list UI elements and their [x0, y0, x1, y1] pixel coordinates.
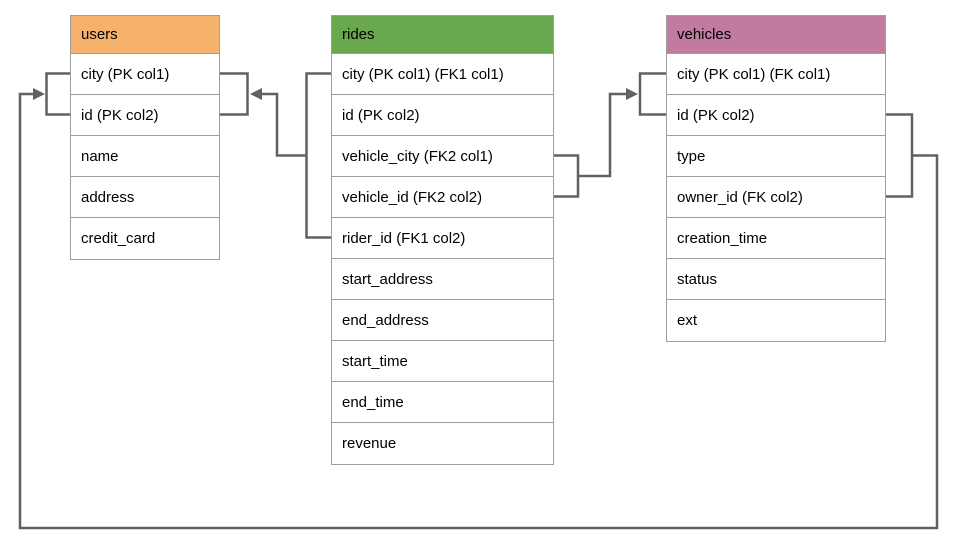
vehicles-row-owner-id: owner_id (FK col2) [667, 177, 885, 218]
rides-vehicles-arrowhead-icon [626, 88, 638, 100]
rides-row-start-address: start_address [332, 259, 553, 300]
vehicles-row-type: type [667, 136, 885, 177]
table-users-title: users [81, 26, 118, 43]
table-rides-header: rides [332, 16, 553, 54]
rides-row-end-address: end_address [332, 300, 553, 341]
rides-row-city: city (PK col1) (FK1 col1) [332, 54, 553, 95]
users-row-id: id (PK col2) [71, 95, 219, 136]
users-row-address: address [71, 177, 219, 218]
vehicles-row-id: id (PK col2) [667, 95, 885, 136]
rides-row-revenue: revenue [342, 435, 397, 452]
table-users-header: users [71, 16, 219, 54]
vehicles-users-link-line [18, 92, 939, 530]
rides-row-rider-id: rider_id (FK1 col2) [332, 218, 553, 259]
rides-row-vehicle-id: vehicle_id (FK2 col2) [332, 177, 553, 218]
rides-users-link-line [262, 92, 307, 157]
vehicles-right-fk-bracket [886, 113, 914, 198]
vehicles-left-pk-bracket [638, 72, 666, 116]
table-rides: rides city (PK col1) (FK1 col1) id (PK c… [331, 15, 554, 465]
table-users: users city (PK col1) id (PK col2) name a… [70, 15, 220, 260]
vehicles-row-creation-time: creation_time [667, 218, 885, 259]
rides-row-start-time: start_time [332, 341, 553, 382]
table-vehicles-title: vehicles [677, 26, 732, 43]
table-vehicles-header: vehicles [667, 16, 885, 54]
vehicles-users-arrowhead-icon [33, 88, 45, 100]
rides-right-fk2-bracket [554, 154, 580, 198]
users-row-city: city (PK col1) [71, 54, 219, 95]
rides-row-end-time: end_time [332, 382, 553, 423]
vehicles-row-ext: ext [677, 312, 698, 329]
relationship-vehicles-users [18, 72, 939, 530]
table-rides-title: rides [342, 26, 375, 43]
vehicles-row-city: city (PK col1) (FK col1) [667, 54, 885, 95]
rides-users-arrowhead-icon [250, 88, 262, 100]
relationship-rides-users [220, 72, 331, 239]
rides-left-fk1-bracket [305, 72, 331, 239]
users-right-pk-bracket [220, 72, 249, 116]
table-vehicles: vehicles city (PK col1) (FK col1) id (PK… [666, 15, 886, 342]
rides-row-vehicle-city: vehicle_city (FK2 col1) [332, 136, 553, 177]
rides-vehicles-link-line [578, 92, 626, 178]
vehicles-row-status: status [667, 259, 885, 300]
relationship-rides-vehicles [554, 72, 666, 198]
users-row-name: name [71, 136, 219, 177]
rides-row-id: id (PK col2) [332, 95, 553, 136]
users-left-pk-bracket [45, 72, 70, 116]
users-row-credit-card: credit_card [81, 230, 156, 247]
